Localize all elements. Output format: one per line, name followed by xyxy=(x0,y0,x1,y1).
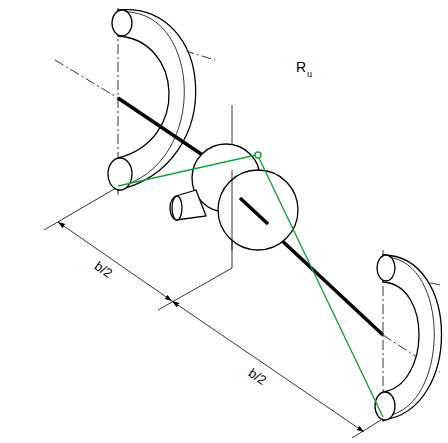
part-label: R xyxy=(296,60,306,74)
dimension-label: b/2 xyxy=(91,258,117,281)
subscript-label: u xyxy=(307,70,312,79)
dimension-label: b/2 xyxy=(245,365,271,388)
wheel-symbol xyxy=(375,255,442,420)
